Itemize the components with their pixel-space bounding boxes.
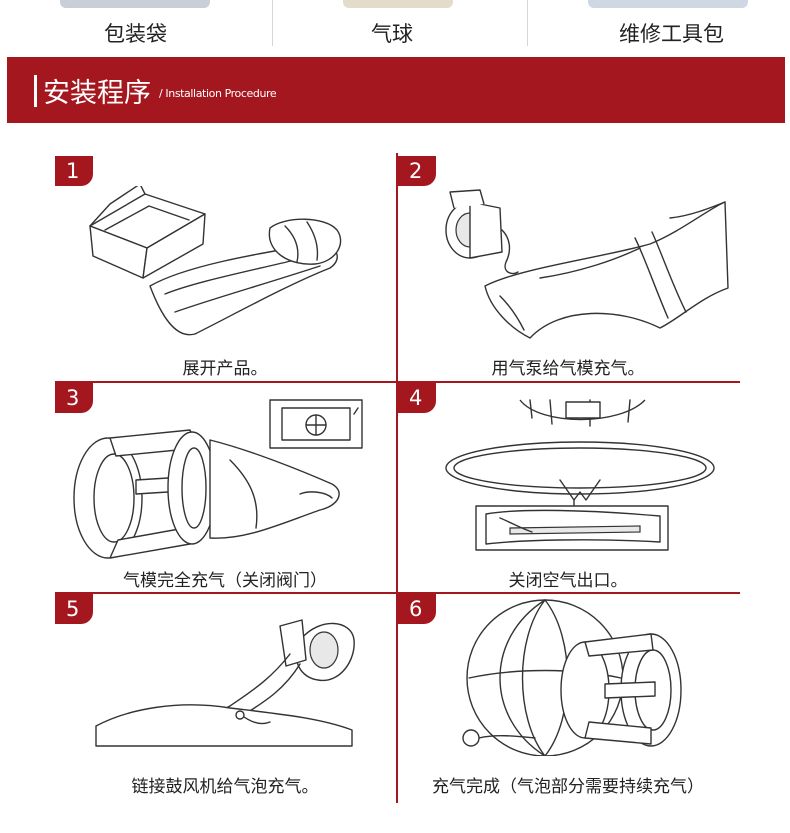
step-caption: 气模完全充气（关闭阀门） <box>123 571 327 591</box>
fully-inflated-frame-illustration <box>73 429 340 559</box>
product-tabs: 包装袋 气球 维修工具包 <box>0 0 790 50</box>
section-banner: 安装程序 / Installation Procedure <box>7 57 785 123</box>
unfold-product-illustration <box>89 186 342 336</box>
tab-repair-kit[interactable]: 维修工具包 <box>528 0 790 50</box>
tab-label: 包装袋 <box>104 22 167 46</box>
close-air-outlet-illustration <box>445 399 715 551</box>
tab-divider <box>272 0 273 46</box>
packaging-bag-thumbnail <box>60 0 210 8</box>
closed-valve-inset <box>269 399 363 449</box>
completed-bubble-tent-illustration <box>462 599 682 756</box>
step-number-badge: 5 <box>55 594 93 624</box>
tab-divider <box>527 0 528 46</box>
tab-label: 气球 <box>371 22 413 46</box>
step-number-badge: 4 <box>398 383 436 413</box>
step-caption: 展开产品。 <box>182 359 268 379</box>
tab-label: 维修工具包 <box>619 22 724 46</box>
step-caption: 用气泵给气模充气。 <box>491 359 645 379</box>
grid-divider-horizontal <box>55 592 740 594</box>
blower-connection-illustration <box>95 619 355 747</box>
air-pump-inflation-illustration <box>445 189 729 339</box>
grid-divider-vertical <box>396 153 398 803</box>
step-number-badge: 6 <box>398 594 436 624</box>
banner-accent-bar <box>34 75 37 107</box>
step-caption: 充气完成（气泡部分需要持续充气） <box>432 777 704 797</box>
repair-kit-thumbnail <box>588 0 748 8</box>
section-title: 安装程序 <box>43 78 151 109</box>
step-number-badge: 2 <box>398 156 436 186</box>
grid-divider-horizontal <box>55 381 740 383</box>
step-number-badge: 1 <box>55 156 93 186</box>
balloon-thumbnail <box>343 0 453 8</box>
step-number-badge: 3 <box>55 383 93 413</box>
tab-balloon[interactable]: 气球 <box>273 0 527 50</box>
step-caption: 关闭空气出口。 <box>508 571 628 591</box>
tab-packaging-bag[interactable]: 包装袋 <box>0 0 272 50</box>
step-caption: 链接鼓风机给气泡充气。 <box>131 777 319 797</box>
section-subtitle: / Installation Procedure <box>159 87 277 100</box>
